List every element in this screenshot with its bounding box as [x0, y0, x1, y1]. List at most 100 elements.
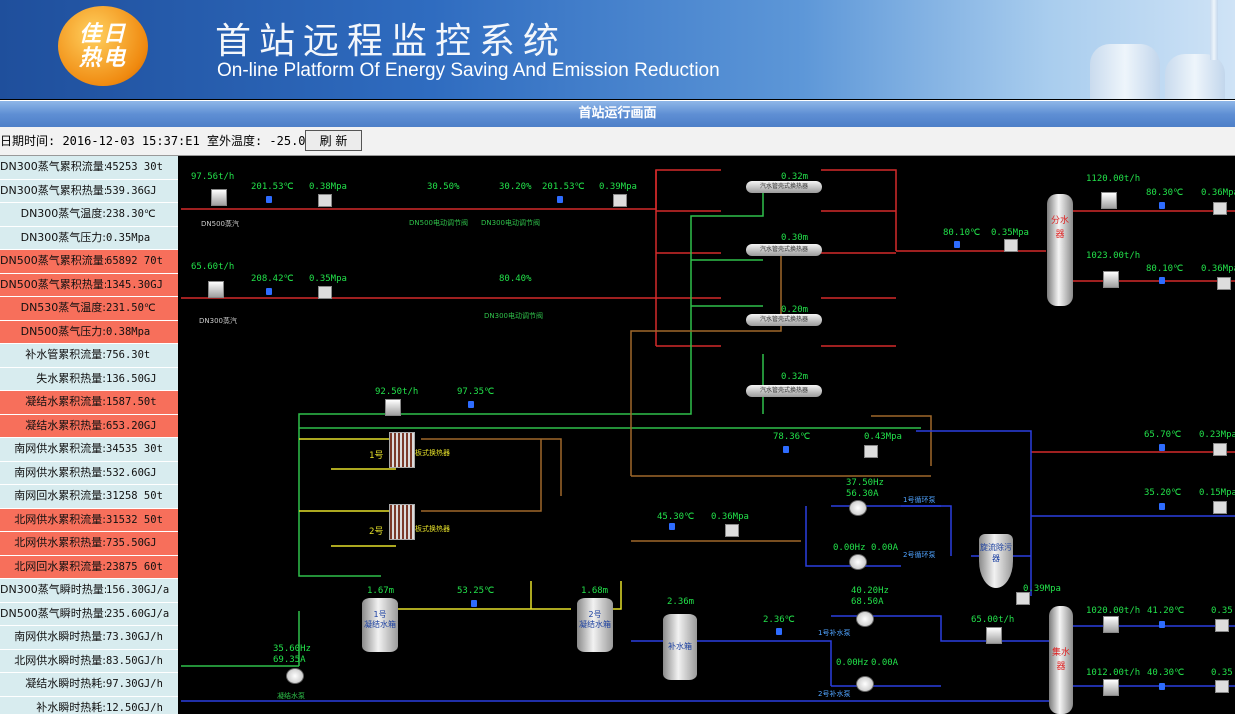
bot-flow1: 1020.00t/h — [1086, 606, 1141, 616]
stat-value: 12.50GJ/h — [106, 701, 163, 714]
steam1-temp-b: 201.53℃ — [542, 182, 585, 192]
stat-label: DN300蒸气温度: — [20, 207, 106, 220]
mpump2-amp: 0.00A — [871, 658, 899, 668]
top-press1: 0.36Mpa — [1201, 188, 1235, 198]
hx3-level: 0.20m — [781, 305, 809, 315]
steam1-temp: 201.53℃ — [251, 182, 294, 192]
process-diagram: 97.56t/h DN500蒸汽 201.53℃ 0.38Mpa 30.50% … — [181, 156, 1235, 714]
plate-exchanger-1 — [389, 432, 415, 468]
mpump2-freq: 0.00Hz — [836, 658, 869, 668]
pressure-gauge-icon — [1215, 619, 1229, 632]
pump-icon — [286, 668, 304, 684]
sidebar-stat-row: 补水瞬时热耗:12.50GJ/h — [0, 696, 178, 714]
stat-value: 235.60GJ/a — [106, 607, 170, 620]
steam2-name: DN300蒸汽 — [199, 317, 237, 325]
heat-exchanger-4: 汽水管壳式换热器 — [746, 385, 822, 397]
datetime-temperature: 日期时间: 2016-12-03 15:37:E1 室外温度: -25.00℃ — [0, 134, 325, 148]
pressure-gauge-icon — [1213, 202, 1227, 215]
sidebar-stat-row: 南网供水累积流量:34535 30t — [0, 438, 178, 462]
chimney-image — [1210, 0, 1218, 60]
make-flow: 65.00t/h — [971, 615, 1015, 625]
cpump-amp: 69.35A — [273, 655, 306, 665]
valve3-pct: 80.40% — [499, 274, 532, 284]
cpump-name: 凝结水泵 — [277, 692, 305, 700]
pressure-gauge-icon — [318, 194, 332, 207]
stat-value: 756.30t — [106, 349, 151, 361]
sidebar-stat-row: DN300蒸气累积热量:539.36GJ — [0, 179, 178, 203]
pump-icon — [849, 554, 867, 570]
stat-value: 31532 50t — [106, 513, 163, 526]
logo-text-top: 佳日 — [78, 21, 127, 47]
valve1-name: DN500电动调节阀 — [409, 219, 468, 227]
temperature-probe-icon — [1159, 277, 1165, 284]
cooling-tower-image — [1090, 44, 1160, 99]
stat-value: 45253 30t — [106, 161, 163, 173]
sidebar-stat-row: 凝结水累积流量:1587.50t — [0, 391, 178, 415]
sidebar-stat-row: DN530蒸气温度:231.50℃ — [0, 297, 178, 321]
flowmeter-icon — [1103, 679, 1119, 696]
mpump1-amp: 68.50A — [851, 597, 884, 607]
pipe-network — [181, 169, 1235, 702]
stat-label: 补水管累积流量: — [25, 348, 106, 361]
stat-value: 31258 50t — [106, 490, 163, 502]
cooling-tower-image — [1165, 54, 1225, 99]
stat-value: 73.30GJ/h — [106, 631, 163, 643]
bot-press2: 0.35 — [1211, 668, 1233, 678]
sidebar-stat-row: DN500蒸气累积热量:1345.30GJ — [0, 273, 178, 297]
stat-label: 北网供水累积流量: — [14, 512, 106, 526]
sidebar-stat-row: DN500蒸气压力:0.38Mpa — [0, 320, 178, 344]
pump2-name: 2号循环泵 — [903, 551, 936, 559]
stat-value: 1587.50t — [106, 396, 157, 408]
valve2-name: DN300电动调节阀 — [481, 219, 540, 227]
valve1-pct: 30.50% — [427, 182, 460, 192]
makeup-water-tank: 补水箱 — [663, 614, 697, 680]
steam2-flow: 65.60t/h — [191, 262, 235, 272]
stat-label: DN300蒸气压力: — [20, 230, 106, 244]
top-temp2: 80.10℃ — [1146, 264, 1184, 274]
valve3-name: DN300电动调节阀 — [484, 312, 543, 320]
stat-label: DN530蒸气温度: — [20, 301, 106, 314]
pump-icon — [856, 611, 874, 627]
stat-value: 34535 30t — [106, 443, 163, 455]
flowmeter-icon — [1103, 616, 1119, 633]
stat-label: DN500蒸气压力: — [20, 324, 106, 338]
north-press: 0.15Mpa — [1199, 488, 1235, 498]
refresh-button[interactable]: 刷 新 — [305, 130, 362, 151]
temperature-probe-icon — [557, 196, 563, 203]
mpump1-name: 1号补水泵 — [818, 629, 851, 637]
sidebar-stat-row: 失水累积热量:136.50GJ — [0, 367, 178, 391]
tank1-temp: 53.25℃ — [457, 586, 495, 596]
stat-value: 23875 60t — [106, 560, 163, 573]
pressure-gauge-icon — [1215, 680, 1229, 693]
plate2-name: 板式换热器 — [415, 525, 450, 533]
pump1-freq: 37.50Hz — [846, 478, 884, 488]
flowmeter-icon — [1101, 192, 1117, 209]
pressure-gauge-icon — [318, 286, 332, 299]
collector-vessel: 集水器 — [1049, 606, 1073, 714]
sidebar-stat-row: 凝结水累积热量:653.20GJ — [0, 414, 178, 438]
pressure-gauge-icon — [1016, 592, 1030, 605]
temperature-probe-icon — [471, 600, 477, 607]
cond-temp: 97.35℃ — [457, 387, 495, 397]
flowmeter-icon — [385, 399, 401, 416]
stat-label: DN300蒸气累积热量: — [0, 183, 106, 197]
stat-label: DN300蒸气瞬时热量: — [0, 583, 106, 596]
top-press2: 0.36Mpa — [1201, 264, 1235, 274]
temperature-probe-icon — [266, 288, 272, 295]
sidebar-stat-row: DN300蒸气瞬时热量:156.30GJ/a — [0, 579, 178, 603]
temperature-probe-icon — [468, 401, 474, 408]
stat-value: 231.50℃ — [106, 302, 156, 314]
sidebar-stat-row: 北网供水瞬时热量:83.50GJ/h — [0, 649, 178, 673]
cpump-freq: 35.60Hz — [273, 644, 311, 654]
pressure-gauge-icon — [725, 524, 739, 537]
tank1-level: 1.67m — [367, 586, 395, 596]
south-press: 0.23Mpa — [1199, 430, 1235, 440]
ret-temp2: 45.30℃ — [657, 512, 695, 522]
north-temp: 35.20℃ — [1144, 488, 1182, 498]
condensate-tank-1: 1号 凝结水箱 — [362, 598, 398, 652]
south-temp: 65.70℃ — [1144, 430, 1182, 440]
bot-temp1: 41.20℃ — [1147, 606, 1185, 616]
steam1-name: DN500蒸汽 — [201, 220, 239, 228]
make-temp: 2.36℃ — [763, 615, 795, 625]
